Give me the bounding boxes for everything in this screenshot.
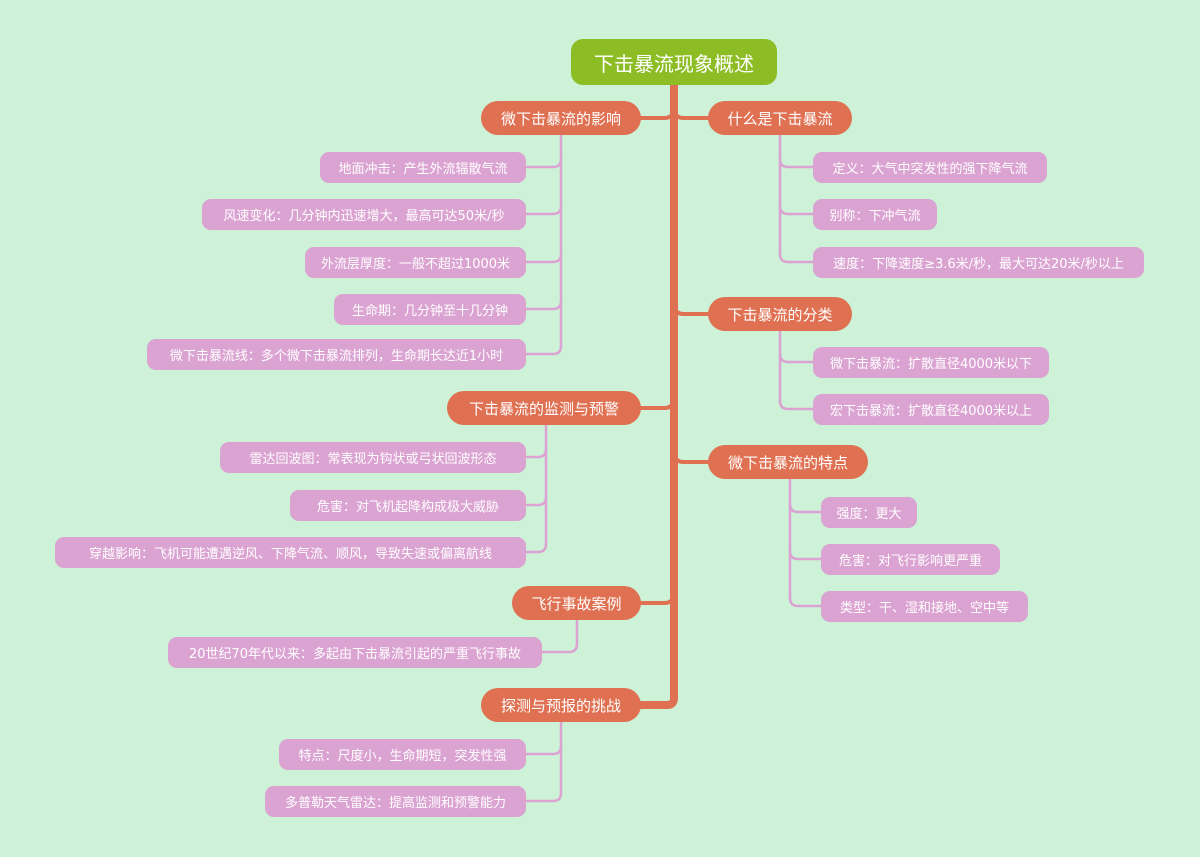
- leaf-link-1-2: [524, 542, 548, 554]
- leaf-link-0-1: [524, 204, 563, 216]
- topic-what-is-downburst[interactable]: 什么是下击暴流: [708, 101, 852, 135]
- topic-link-left-0: [639, 106, 676, 120]
- topic-link-right-1: [672, 302, 710, 316]
- leaf-link-0-3: [524, 299, 563, 311]
- leaf-crossing-effect[interactable]: 穿越影响：飞机可能遭遇逆风、下降气流、顺风，导致失速或偏离航线: [55, 537, 526, 568]
- topic-link-left-2: [639, 591, 676, 605]
- leaf-link-1-0: [524, 447, 548, 459]
- leaf-link-2-0: [540, 642, 579, 654]
- root-topic[interactable]: 下击暴流现象概述: [571, 39, 777, 85]
- leaf-link-5-1: [778, 399, 815, 411]
- leaf-link-4-0: [778, 157, 815, 169]
- leaf-accidents-since-1970s[interactable]: 20世纪70年代以来：多起由下击暴流引起的严重飞行事故: [168, 637, 542, 668]
- leaf-link-0-0: [524, 157, 563, 169]
- leaf-intensity[interactable]: 强度：更大: [821, 497, 917, 528]
- leaf-macroburst[interactable]: 宏下击暴流：扩散直径4000米以上: [813, 394, 1049, 425]
- topic-monitoring-warning[interactable]: 下击暴流的监测与预警: [447, 391, 641, 425]
- topic-link-right-2: [672, 450, 710, 464]
- topic-microburst-impact[interactable]: 微下击暴流的影响: [481, 101, 641, 135]
- leaf-definition[interactable]: 定义：大气中突发性的强下降气流: [813, 152, 1047, 183]
- leaf-link-1-1: [524, 495, 548, 507]
- leaf-link-0-4: [524, 344, 563, 356]
- leaf-radar-echo[interactable]: 雷达回波图：常表现为钩状或弓状回波形态: [220, 442, 526, 473]
- topic-link-right-0: [672, 106, 710, 120]
- leaf-microburst-line[interactable]: 微下击暴流线：多个微下击暴流排列，生命期长达近1小时: [147, 339, 526, 370]
- leaf-characteristics[interactable]: 特点：尺度小，生命期短，突发性强: [279, 739, 526, 770]
- leaf-link-6-2: [788, 596, 823, 608]
- topic-accident-cases[interactable]: 飞行事故案例: [512, 586, 641, 620]
- leaf-link-5-0: [778, 352, 815, 364]
- leaf-link-6-0: [788, 502, 823, 514]
- leaf-speed[interactable]: 速度：下降速度≥3.6米/秒，最大可达20米/秒以上: [813, 247, 1144, 278]
- leaf-link-6-1: [788, 549, 823, 561]
- leaf-link-3-0: [524, 744, 563, 756]
- leaf-link-0-2: [524, 252, 563, 264]
- trunk-line: [637, 80, 678, 709]
- leaf-ground-impact[interactable]: 地面冲击：产生外流辐散气流: [320, 152, 526, 183]
- leaf-types[interactable]: 类型：干、湿和接地、空中等: [821, 591, 1028, 622]
- topic-detection-challenges[interactable]: 探测与预报的挑战: [481, 688, 641, 722]
- leaf-wind-speed-change[interactable]: 风速变化：几分钟内迅速增大，最高可达50米/秒: [202, 199, 526, 230]
- leaf-link-4-2: [778, 252, 815, 264]
- leaf-outflow-thickness[interactable]: 外流层厚度：一般不超过1000米: [305, 247, 526, 278]
- leaf-alias[interactable]: 别称：下冲气流: [813, 199, 937, 230]
- topic-classification[interactable]: 下击暴流的分类: [708, 297, 852, 331]
- leaf-link-3-1: [524, 791, 563, 803]
- topic-link-left-1: [639, 396, 676, 410]
- topic-microburst-features[interactable]: 微下击暴流的特点: [708, 445, 868, 479]
- leaf-microburst[interactable]: 微下击暴流：扩散直径4000米以下: [813, 347, 1049, 378]
- leaf-link-4-1: [778, 204, 815, 216]
- leaf-doppler-radar[interactable]: 多普勒天气雷达：提高监测和预警能力: [265, 786, 526, 817]
- leaf-hazard-aircraft[interactable]: 危害：对飞机起降构成极大威胁: [290, 490, 526, 521]
- leaf-hazard-flight[interactable]: 危害：对飞行影响更严重: [821, 544, 1000, 575]
- leaf-lifetime[interactable]: 生命期：几分钟至十几分钟: [334, 294, 526, 325]
